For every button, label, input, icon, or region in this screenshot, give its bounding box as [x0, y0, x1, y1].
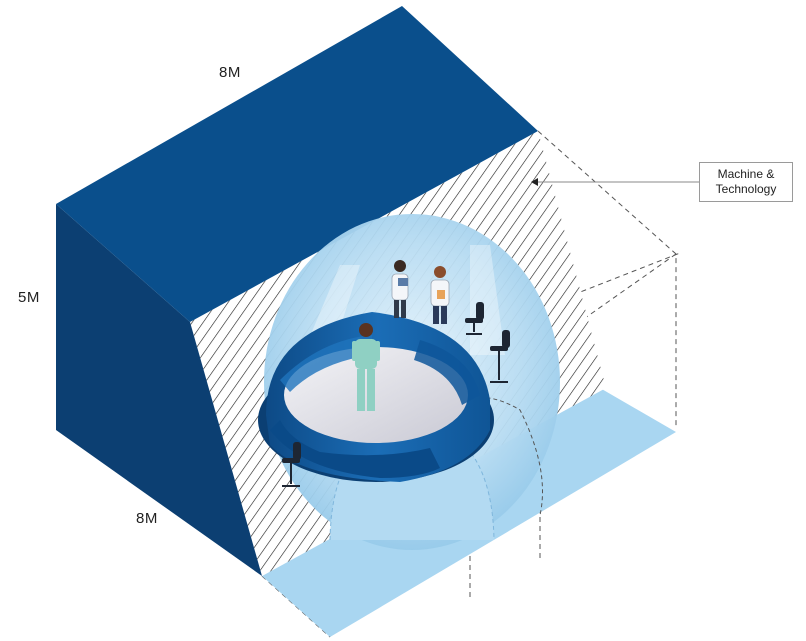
doctor-male-figure — [430, 266, 450, 324]
callout-line-1: Machine & — [717, 167, 775, 181]
dimension-label-bottom: 8M — [136, 510, 158, 527]
central-pod — [258, 312, 494, 482]
office-chair-1 — [465, 302, 484, 335]
office-chair-2 — [490, 330, 510, 383]
callout-line-2: Technology — [715, 182, 777, 196]
nurse-figure — [352, 323, 380, 411]
left-side-wall — [56, 204, 262, 576]
roof — [56, 6, 538, 322]
dimension-label-top: 8M — [219, 64, 241, 81]
doctor-female-figure — [391, 260, 409, 318]
callout-box: Machine & Technology — [699, 162, 793, 202]
office-chair-3 — [282, 442, 301, 487]
callout-leader — [531, 178, 699, 186]
dimension-label-left: 5M — [18, 289, 40, 306]
